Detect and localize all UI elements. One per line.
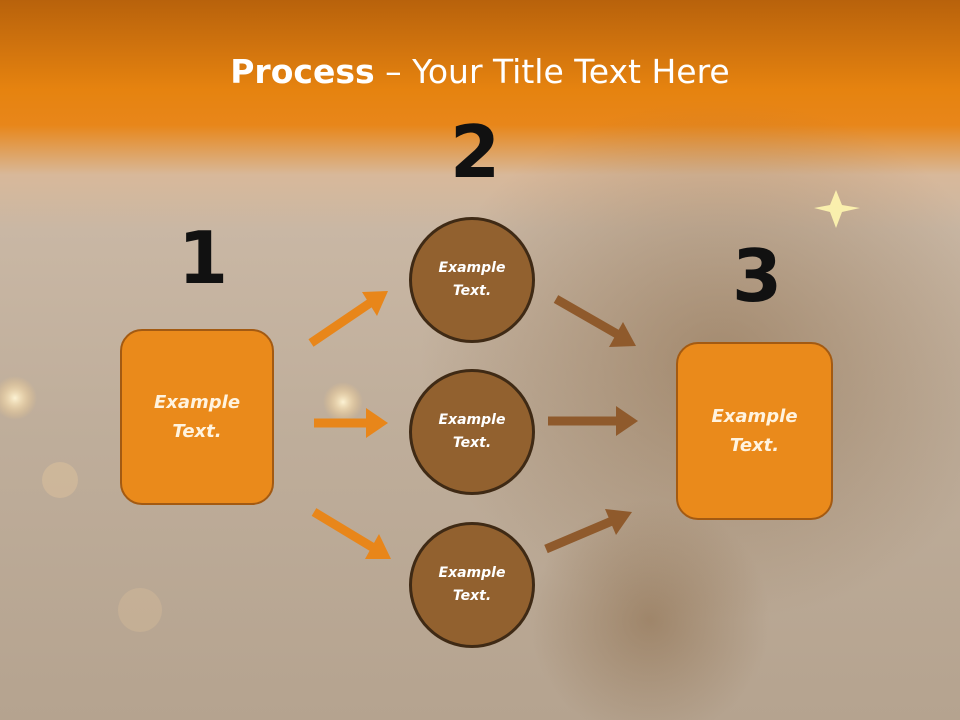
step-2b-text: Example Text. bbox=[438, 412, 506, 451]
slide-title: Process – Your Title Text Here bbox=[230, 52, 730, 91]
step-1-box: Example Text. bbox=[120, 329, 274, 505]
arrow-1-to-2a bbox=[308, 291, 388, 347]
step-2a-circle: Example Text. bbox=[409, 217, 535, 343]
arrow-2a-to-3 bbox=[553, 295, 636, 347]
step-number-3: 3 bbox=[732, 234, 783, 318]
step-2a-text: Example Text. bbox=[438, 260, 506, 299]
step-2c-text: Example Text. bbox=[438, 565, 506, 604]
step-1-text: Example Text. bbox=[153, 392, 241, 442]
step-number-2: 2 bbox=[450, 110, 501, 194]
arrow-2b-to-3 bbox=[548, 406, 638, 436]
step-2b-circle: Example Text. bbox=[409, 369, 535, 495]
arrow-2c-to-3 bbox=[544, 509, 632, 554]
arrow-1-to-2b bbox=[314, 408, 388, 438]
step-2c-circle: Example Text. bbox=[409, 522, 535, 648]
step-3-box: Example Text. bbox=[676, 342, 833, 520]
arrow-1-to-2c bbox=[311, 508, 391, 559]
step-number-1: 1 bbox=[178, 216, 229, 300]
step-3-text: Example Text. bbox=[711, 406, 798, 456]
